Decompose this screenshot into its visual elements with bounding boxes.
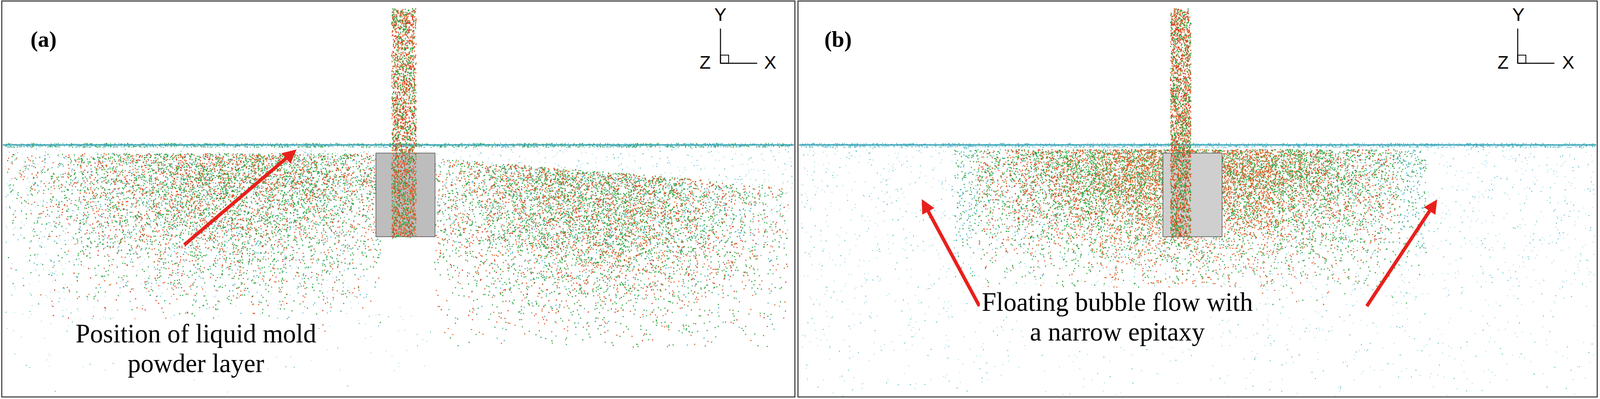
gas-jet [1169,8,1192,239]
axis-corner [1517,55,1526,64]
axis-corner [720,55,729,64]
panel-label: (a) [28,26,59,52]
entry-nozzle [1162,8,1223,239]
label-slot: Y [1510,4,1527,26]
label-slot: Floating bubble flow with a narrow epita… [978,286,1257,347]
pointer-arrow [924,203,980,306]
panel-frame [798,0,1598,397]
liquid-surface [799,144,1597,146]
pointer-arrow [184,152,293,245]
panel-label: (b) [822,26,854,52]
axis-triad [1517,28,1555,64]
axis-label: X [762,51,779,73]
particle-cloud [5,142,1595,396]
label-slot: X [1560,51,1576,74]
liquid-surface [2,144,794,146]
label-slot: Position of liquid mold powder layer [32,318,359,379]
axis-label: Z [1495,51,1511,73]
entry-nozzle [375,8,436,239]
axis-label: Y [1510,4,1527,25]
gas-jet [391,8,417,239]
gas-jet [391,8,417,239]
label-slot: (a) [28,26,59,53]
label-slot: Y [712,4,729,26]
axis-label: X [1560,51,1576,73]
annotation-text: Position of liquid mold powder layer [73,318,318,378]
label-slot: Z [1495,51,1511,74]
label-slot: X [762,51,779,74]
label-slot: (b) [822,26,854,53]
axis-triad [720,28,757,64]
axis-label: Z [697,51,713,73]
panel-frame [1,0,795,397]
particle-cloud [5,142,1427,347]
gas-jet [391,11,417,237]
bubble-particles [5,142,1595,397]
annotation-text: Floating bubble flow with a narrow epita… [979,287,1255,347]
gas-jet [1169,8,1191,237]
label-slot: Z [697,51,713,74]
axis-label: Y [712,4,729,25]
particle-cloud [7,148,1401,348]
particle-cloud [5,142,1595,397]
gas-jet [1169,8,1192,238]
pointer-arrow [1366,203,1435,306]
